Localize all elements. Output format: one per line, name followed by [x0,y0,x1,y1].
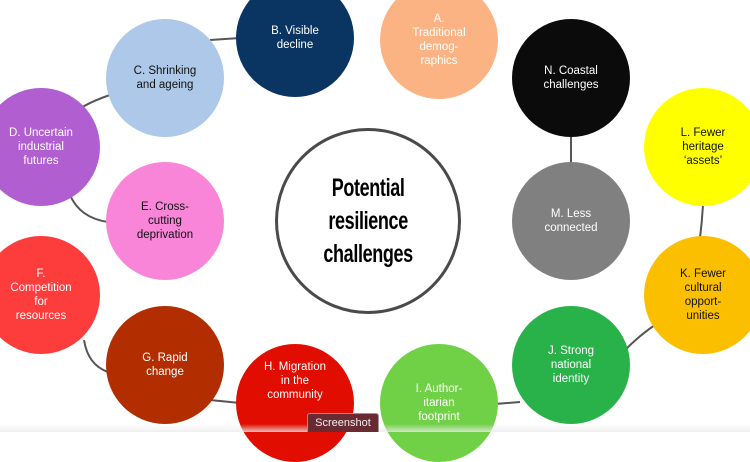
node-n: N. Coastal challenges [512,19,630,137]
link-d-e [69,194,109,223]
node-label: N. Coastal challenges [543,65,599,91]
node-label: L. Fewer heritage ‘assets’ [680,127,726,167]
node-label: D. Uncertain industrial futures [9,127,73,167]
central-node: Potential resilience challenges [275,128,461,314]
node-j: J. Strong national identity [512,306,630,424]
link-i-j [494,401,521,405]
link-g-h [209,399,241,404]
node-label: K. Fewer cultural opport- unities [679,268,726,322]
node-h: H. Migration in the community [236,344,354,462]
link-l-k [699,204,704,239]
node-m: M. Less connected [512,162,630,280]
node-label: B. Visible decline [271,25,319,51]
node-label: C. Shrinking and ageing [133,65,197,91]
node-label: A. Traditional demog- raphics [412,13,466,67]
node-label: I. Author- itarian footprint [415,383,463,423]
node-f: F. Competition for resources [0,236,100,354]
node-d: D. Uncertain industrial futures [0,88,100,206]
link-f-g [83,339,109,373]
link-b-c [209,37,241,41]
node-b: B. Visible decline [236,0,354,97]
node-c: C. Shrinking and ageing [106,19,224,137]
node-i: I. Author- itarian footprint [380,344,498,462]
node-e: E. Cross- cutting deprivation [106,162,224,280]
node-label: F. Competition for resources [10,268,72,322]
node-label: M. Less connected [544,208,598,234]
diagram-title: Potential resilience challenges [323,173,413,268]
node-l: L. Fewer heritage ‘assets’ [644,88,750,206]
screenshot-tooltip: Screenshot [307,413,379,432]
node-label: H. Migration in the community [264,361,326,401]
node-label: J. Strong national identity [547,345,595,385]
node-k: K. Fewer cultural opport- unities [644,236,750,354]
node-label: E. Cross- cutting deprivation [136,201,194,241]
link-j-k [624,324,656,351]
node-a: A. Traditional demog- raphics [380,0,498,99]
node-label: G. Rapid change [142,352,188,378]
node-g: G. Rapid change [106,306,224,424]
